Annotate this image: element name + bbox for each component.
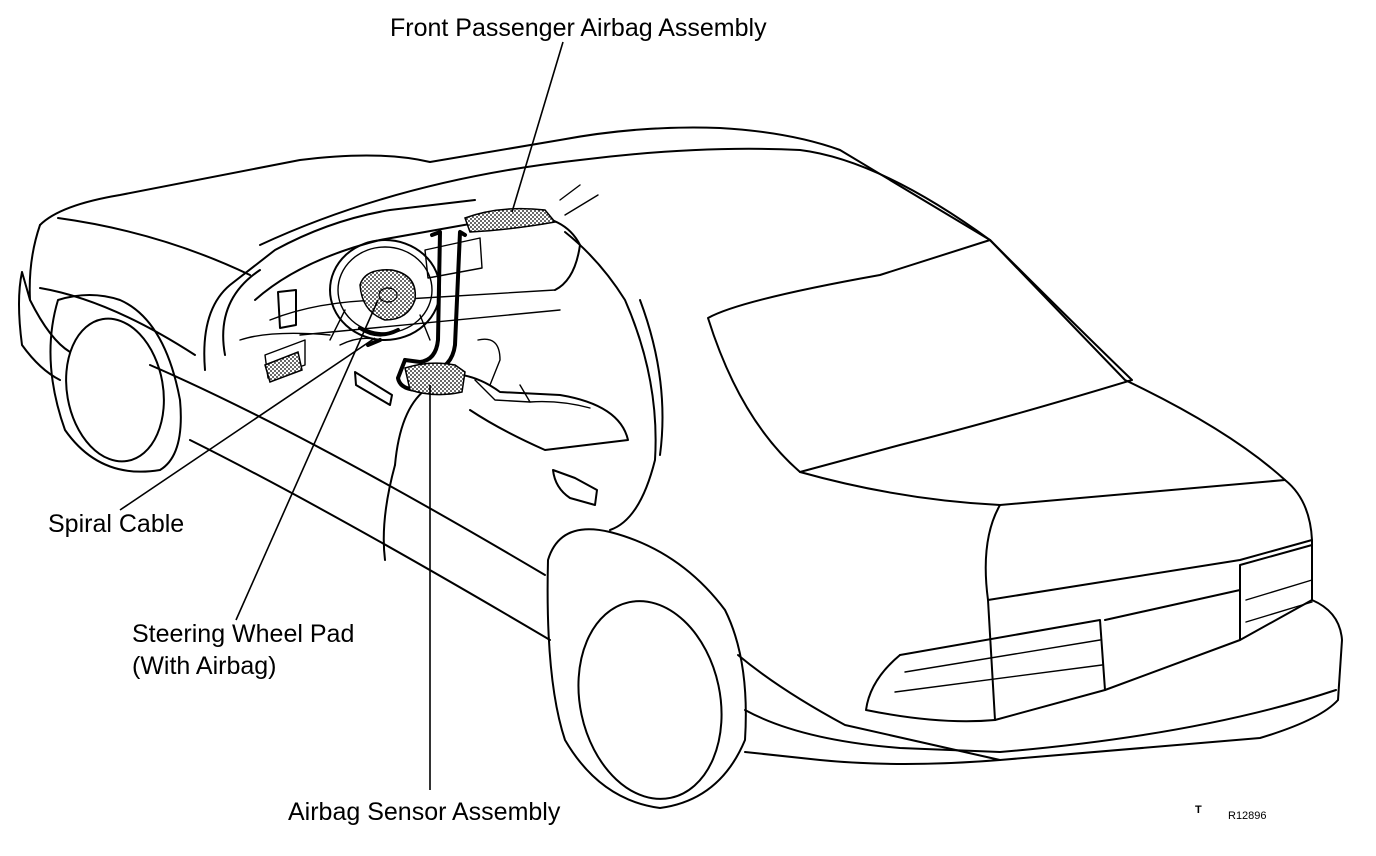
dashboard <box>239 184 629 451</box>
steering-wheel-pad-airbag <box>359 269 417 321</box>
leader-steering-wheel-pad <box>235 299 379 621</box>
label-steering-wheel-pad-sub: (With Airbag) <box>132 652 277 680</box>
leader-lines <box>119 41 564 790</box>
leader-front-passenger-airbag <box>511 41 564 213</box>
leader-spiral-cable <box>119 337 376 511</box>
label-spiral-cable: Spiral Cable <box>48 510 185 538</box>
rear-wheel <box>546 528 747 809</box>
airbag-sensor-assembly <box>404 362 466 396</box>
front-wheel <box>49 294 182 473</box>
figure-code: R12896 <box>1228 810 1267 822</box>
front-passenger-airbag-assembly <box>464 207 557 233</box>
label-front-passenger-airbag: Front Passenger Airbag Assembly <box>390 14 767 42</box>
label-airbag-sensor: Airbag Sensor Assembly <box>288 798 561 826</box>
label-steering-wheel-pad: Steering Wheel Pad <box>132 620 355 648</box>
front-seat-sensor-area <box>264 350 303 383</box>
car-body <box>18 126 1343 765</box>
corner-mark: T <box>1195 804 1202 816</box>
spiral-cable <box>358 326 400 347</box>
